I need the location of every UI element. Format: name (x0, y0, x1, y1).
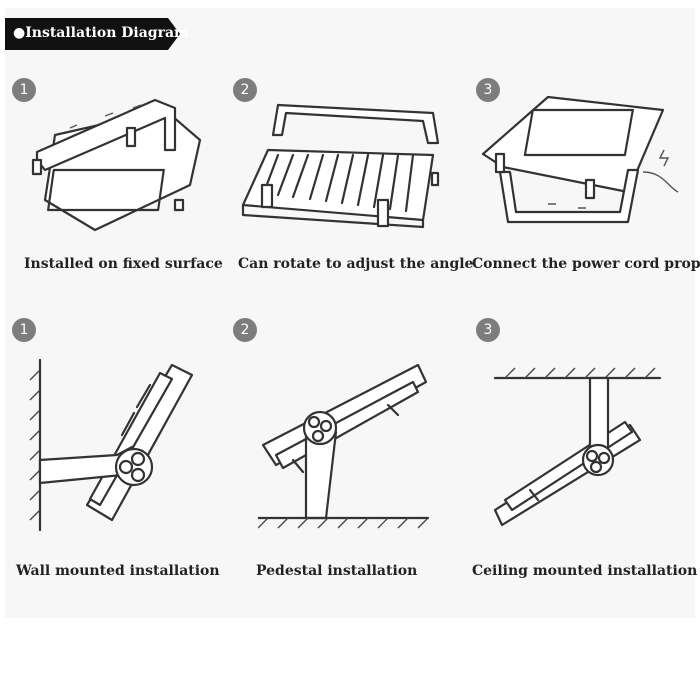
floodlight-rotate-angle-icon (238, 95, 448, 235)
step-badge: 2 (233, 318, 257, 342)
floodlight-pedestal-icon (258, 360, 433, 535)
floodlight-wall-mount-icon (22, 355, 202, 540)
step-badge: 3 (476, 78, 500, 102)
floodlight-fixed-surface-icon (15, 90, 215, 240)
step-caption: Installed on fixed surface (24, 256, 223, 272)
step-caption: Pedestal installation (256, 563, 418, 579)
floodlight-power-cord-icon (478, 92, 688, 232)
step-caption: Connect the power cord properly (472, 256, 700, 272)
step-caption: Wall mounted installation (16, 563, 220, 579)
step-badge: 2 (233, 78, 257, 102)
step-badge: 1 (12, 78, 36, 102)
step-badge: 1 (12, 318, 36, 342)
header-banner-shape (5, 18, 180, 50)
header-title: ●Installation Diagram (13, 25, 189, 41)
step-badge: 3 (476, 318, 500, 342)
step-caption: Can rotate to adjust the angle (238, 256, 474, 272)
section-header: ●Installation Diagram (5, 18, 189, 50)
floodlight-ceiling-mount-icon (490, 360, 665, 535)
step-caption: Ceiling mounted installation (472, 563, 698, 579)
